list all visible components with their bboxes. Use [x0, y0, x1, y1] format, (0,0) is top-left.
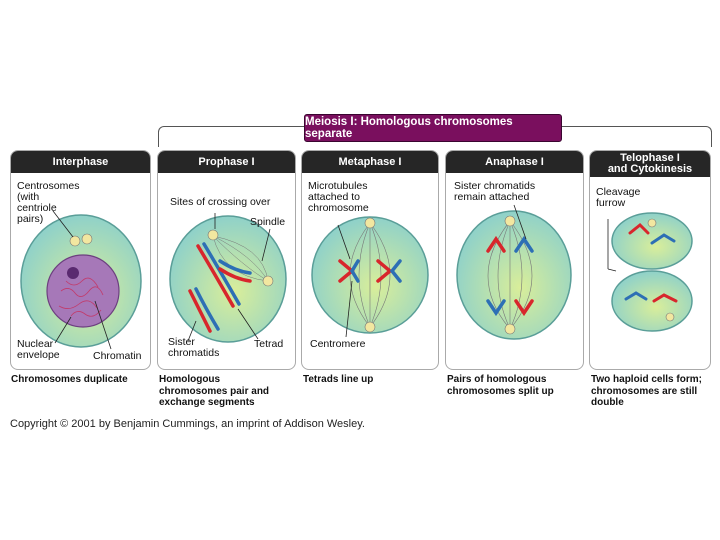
label-microtubules: Microtubules attached to chromosome [308, 180, 369, 214]
caption-prophase-i: Homologous chromosomes pair and exchange… [159, 374, 270, 408]
label-centrosomes: Centrosomes (with centriole pairs) [17, 180, 80, 225]
centrosome [207, 229, 274, 287]
centrosome [504, 215, 516, 335]
nucleolus [67, 267, 79, 279]
panel-title: Prophase I [158, 151, 295, 173]
chromosome [188, 289, 212, 333]
meiosis-i-banner: Meiosis I: Homologous chromosomes separa… [304, 114, 562, 142]
label-centromere: Centromere [310, 338, 366, 350]
panel-title: Interphase [11, 151, 150, 173]
chromosome [650, 233, 676, 245]
chromosome [349, 259, 360, 283]
nucleus [46, 254, 120, 328]
cell [456, 210, 572, 340]
chromosome [218, 267, 252, 283]
label-tetrad: Tetrad [254, 338, 284, 350]
caption-interphase: Chromosomes duplicate [11, 374, 128, 385]
chromosome [194, 287, 220, 331]
anaphase-cell-illustration [456, 204, 572, 340]
label-sister-chromatids: Sister chromatids [168, 336, 220, 359]
interphase-cell-illustration [20, 210, 142, 350]
label-nuclear-envelope: Nuclear envelope [17, 338, 60, 361]
caption-telophase-i: Two haploid cells form; chromosomes are … [591, 374, 702, 408]
daughter-cell-top [611, 212, 693, 270]
label-cleavage-furrow: Cleavage furrow [596, 186, 641, 209]
daughter-cell-bottom [611, 270, 693, 332]
label-spindle: Spindle [250, 216, 286, 228]
panel-anaphase-i: Anaphase I Sister chromatids remain atta… [445, 150, 584, 370]
label-sister-chromatids-remain-attached: Sister chromatids remain attached [454, 180, 536, 203]
chromosome [202, 242, 241, 306]
telophase-cell-illustration [607, 212, 693, 332]
chromosome [486, 299, 506, 317]
chromosome [486, 235, 506, 253]
centrosome [364, 217, 376, 333]
panel-telophase-i: Telophase I and Cytokinesis Cleavage fur… [589, 150, 711, 370]
panel-interphase: Interphase Centrosomes (with centriole p… [10, 150, 151, 370]
panel-title: Anaphase I [446, 151, 583, 173]
chromosome [196, 244, 235, 308]
chromosome [628, 222, 650, 235]
label-chromatin: Chromatin [93, 350, 142, 362]
centrosome [69, 233, 93, 247]
prophase-cell-illustration [169, 213, 287, 343]
panel-title: Metaphase I [302, 151, 438, 173]
centrosome [647, 218, 675, 322]
copyright-notice: Copyright © 2001 by Benjamin Cummings, a… [10, 418, 365, 430]
chromosome [514, 235, 534, 253]
chromosome [652, 293, 678, 303]
chromosome [389, 259, 402, 283]
chromosome [218, 259, 252, 275]
caption-anaphase-i: Pairs of homologous chromosomes split up [447, 374, 554, 397]
panel-prophase-i: Prophase I Sites of crossing over Spindl… [157, 150, 296, 370]
panel-title: Telophase I and Cytokinesis [590, 151, 710, 177]
chromosome [514, 299, 534, 317]
chromosome [624, 291, 648, 301]
metaphase-cell-illustration [311, 216, 429, 338]
panel-metaphase-i: Metaphase I Microtubules attached to chr… [301, 150, 439, 370]
caption-metaphase-i: Tetrads line up [303, 374, 374, 385]
label-sites-of-crossing-over: Sites of crossing over [170, 196, 271, 208]
